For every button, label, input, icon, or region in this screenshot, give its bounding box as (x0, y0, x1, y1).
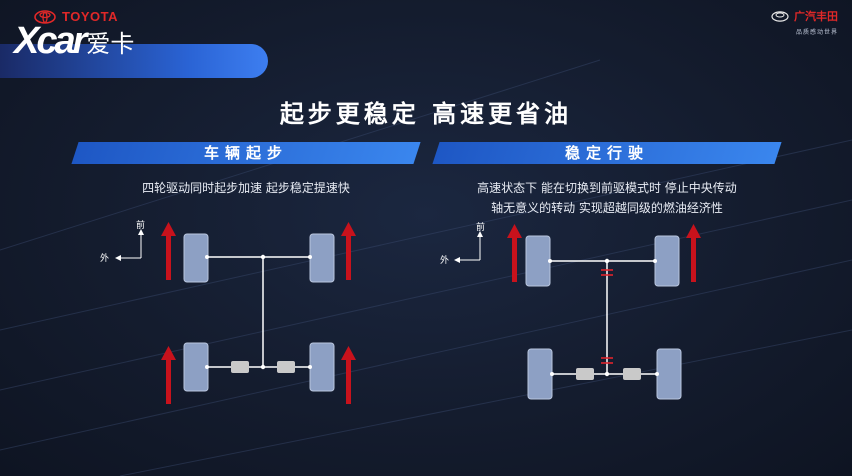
left-section-heading: 车辆起步 (203, 144, 288, 162)
right-description-line2: 轴无意义的转动 实现超越同级的燃油经济性 (491, 201, 723, 215)
front-label: 前 (136, 219, 145, 231)
outer-label: 外 (440, 254, 449, 266)
toyota-logo: TOYOTA (34, 9, 118, 24)
left-drivetrain-diagram: 前 外 (100, 219, 356, 404)
slide-title: 起步更稳定 高速更省油 (279, 100, 573, 128)
xcar-latin-logo: Xcar (14, 20, 87, 62)
rear-differential-left (576, 368, 594, 380)
drive-force-arrows (161, 222, 356, 404)
header-accent-bar (0, 44, 268, 78)
direction-indicator (454, 231, 483, 263)
outer-label: 外 (100, 252, 109, 264)
rear-disconnect-clutch (601, 357, 613, 364)
left-description: 四轮驱动同时起步加速 起步稳定提速快 (142, 181, 350, 195)
front-label: 前 (476, 221, 485, 233)
toyota-emblem-icon (34, 9, 56, 24)
gac-slogan: 品质感动世界 (795, 29, 838, 36)
tire-front-left (525, 235, 551, 287)
toyota-wordmark: TOYOTA (62, 9, 118, 24)
tire-rear-right (309, 342, 335, 392)
tire-front-right (309, 233, 335, 283)
direction-indicator (115, 229, 144, 261)
tire-rear-right (656, 348, 682, 400)
tire-rear-left (527, 348, 553, 400)
rear-differential-left (231, 361, 249, 373)
rear-differential-right (277, 361, 295, 373)
right-section-heading: 稳定行驶 (564, 144, 649, 162)
drive-force-arrows (507, 224, 701, 282)
gac-toyota-name: 广汽丰田 (794, 10, 838, 23)
shaft-joint (260, 254, 266, 260)
rear-differential-right (623, 368, 641, 380)
tire-rear-left (183, 342, 209, 392)
right-section-banner: 稳定行驶 (432, 142, 782, 164)
toyota-emblem-icon (771, 10, 789, 22)
gac-toyota-logo: 广汽丰田 品质感动世界 (771, 8, 838, 36)
left-section-banner: 车辆起步 (71, 142, 421, 164)
front-disconnect-clutch (601, 269, 613, 276)
tire-front-right (654, 235, 680, 287)
xcar-watermark: Xcar 爱卡 (14, 22, 134, 60)
right-drivetrain-diagram: 前 外 (440, 221, 701, 400)
tire-front-left (183, 233, 209, 283)
right-description-line1: 高速状态下 能在切换到前驱模式时 停止中央传动 (477, 181, 737, 195)
xcar-chinese-logo: 爱卡 (86, 29, 135, 58)
